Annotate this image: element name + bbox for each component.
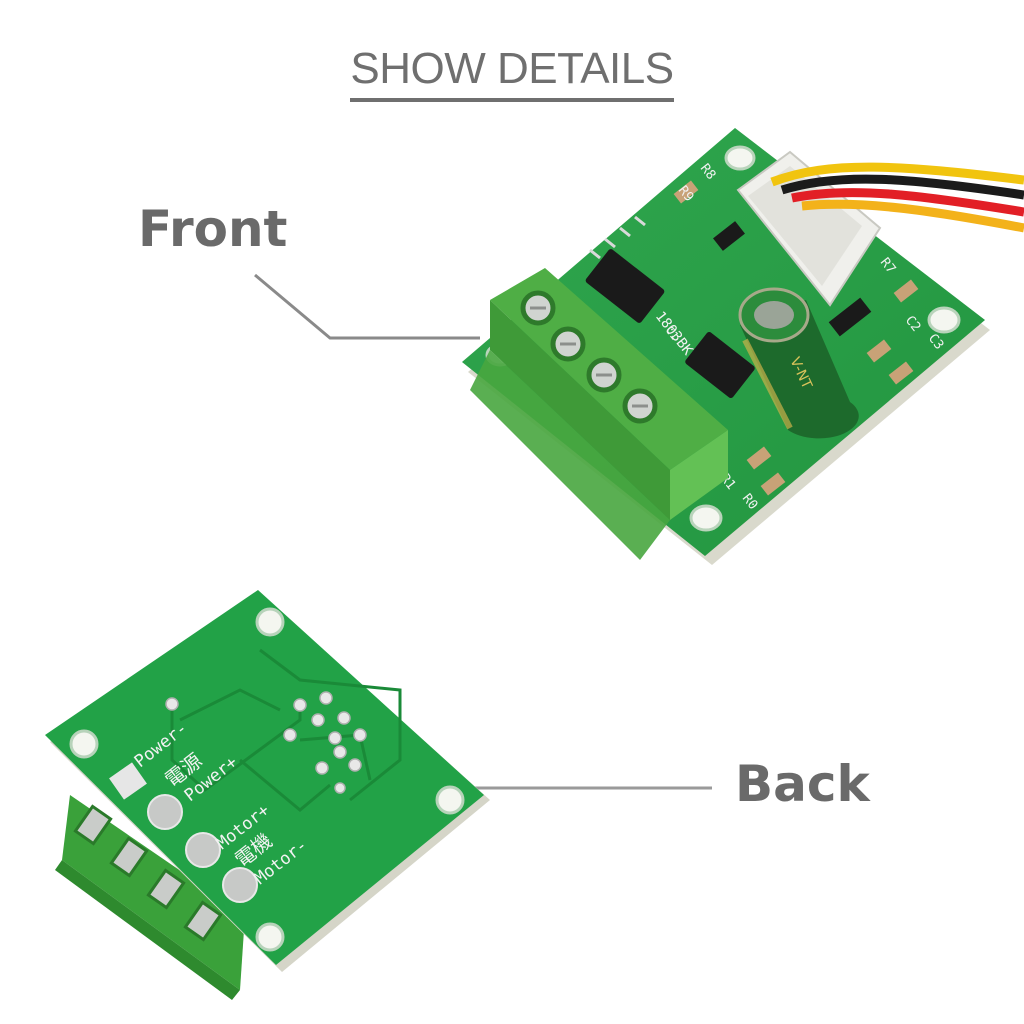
back-board: Power- 電源 Power+ Motor+ 電機 Motor- — [45, 590, 490, 1000]
back-terminal-block — [55, 795, 245, 1000]
back-label: Back — [735, 755, 870, 813]
capacitor: V-NT — [738, 287, 859, 439]
front-label: Front — [138, 200, 288, 258]
wire-connector — [736, 150, 1024, 307]
front-terminal-block — [470, 268, 728, 560]
silk-c1: C1 — [663, 324, 681, 342]
heading: SHOW DETAILS — [0, 44, 1024, 102]
front-board: 1803BK R8 R9 R7 C2 C3 C1 R1 R0 V-NT — [462, 128, 1024, 565]
front-leader-line — [254, 273, 480, 340]
heading-text: SHOW DETAILS — [350, 44, 674, 102]
